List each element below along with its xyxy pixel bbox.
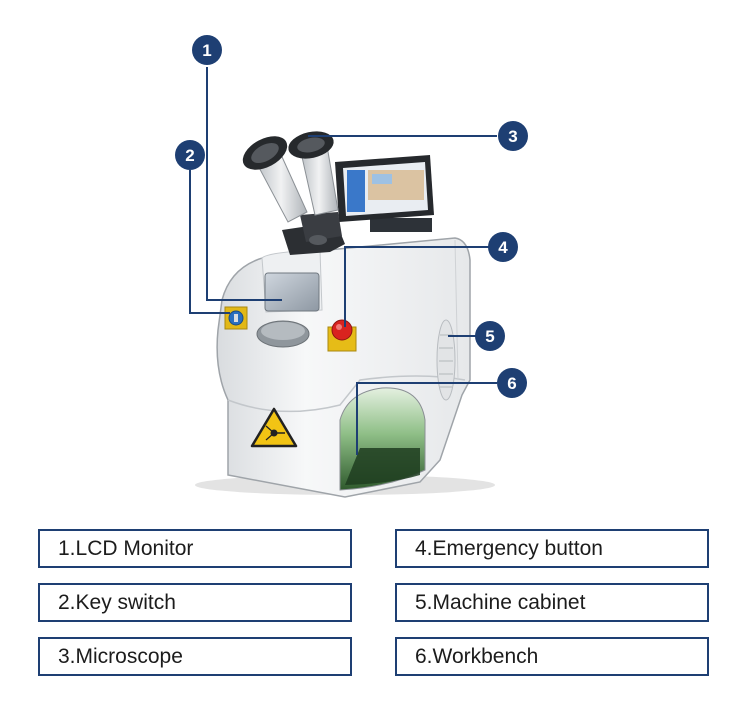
callout-6: 6 [497, 368, 527, 398]
side-vent [436, 319, 456, 401]
laser-warning-icon [250, 407, 298, 448]
callout-2: 2 [175, 140, 205, 170]
legend-label: 1.LCD Monitor [58, 536, 194, 560]
callout-number: 2 [185, 146, 194, 165]
callout-3: 3 [498, 121, 528, 151]
microscope [242, 131, 345, 255]
callout-4: 4 [488, 232, 518, 262]
legend-item-workbench: 6.Workbench [395, 637, 709, 676]
legend-item-machine-cabinet: 5.Machine cabinet [395, 583, 709, 622]
lcd-monitor [335, 155, 434, 232]
legend-label: 5.Machine cabinet [415, 590, 586, 614]
key-switch-unit [224, 306, 248, 330]
legend-label: 3.Microscope [58, 644, 183, 668]
front-panel [256, 249, 323, 348]
callout-number: 6 [507, 374, 516, 393]
callout-1: 1 [192, 35, 222, 65]
callout-number: 1 [202, 41, 211, 60]
legend-label: 2.Key switch [58, 590, 176, 614]
callout-5: 5 [475, 321, 505, 351]
callout-number: 5 [485, 327, 494, 346]
emergency-button-unit [327, 319, 357, 352]
legend-label: 6.Workbench [415, 644, 539, 668]
legend-item-key-switch: 2.Key switch [38, 583, 352, 622]
leader-line-4 [344, 246, 490, 327]
leader-lines [189, 67, 497, 455]
legend-label: 4.Emergency button [415, 536, 603, 560]
legend-item-microscope: 3.Microscope [38, 637, 352, 676]
callout-number: 4 [498, 238, 508, 257]
legend-item-emergency-button: 4.Emergency button [395, 529, 709, 568]
callout-number: 3 [508, 127, 517, 146]
leader-line-1 [206, 67, 282, 301]
workbench-tunnel [339, 387, 426, 491]
lcd-screen [264, 272, 320, 312]
legend-item-lcd-monitor: 1.LCD Monitor [38, 529, 352, 568]
leader-line-6 [356, 382, 497, 455]
leader-line-2 [189, 170, 230, 314]
